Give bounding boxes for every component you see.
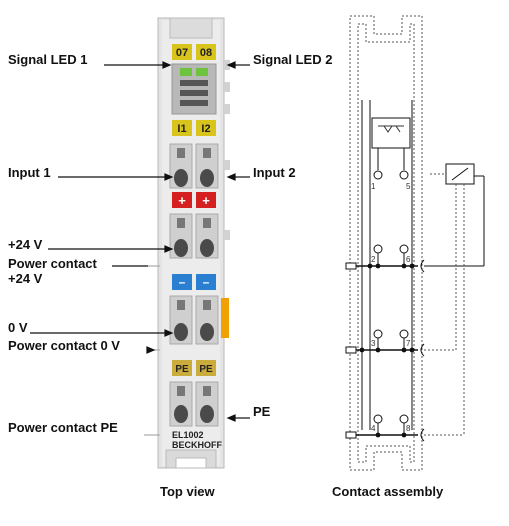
terminal-row-pe bbox=[169, 381, 219, 427]
caption-top-view: Top view bbox=[160, 484, 215, 499]
contact-assembly-lines bbox=[345, 100, 485, 442]
contact-assembly-diagram bbox=[349, 15, 423, 471]
contact-number-3: 3 bbox=[371, 339, 376, 348]
signal-led-1 bbox=[180, 68, 192, 76]
pe-label-1: PE bbox=[175, 364, 189, 375]
terminal-row-plus24 bbox=[169, 213, 219, 259]
spring-contact-3 bbox=[174, 323, 188, 341]
input-label-i2: I2 bbox=[201, 123, 210, 135]
signal-led-2 bbox=[196, 68, 208, 76]
led-block bbox=[371, 117, 411, 149]
spring-contact-2 bbox=[174, 239, 188, 257]
callout-pe: PE bbox=[253, 404, 271, 419]
pe-label-group bbox=[172, 360, 216, 376]
led-label-08: 08 bbox=[200, 47, 212, 59]
callout-plus24-a: +24 V bbox=[8, 237, 43, 252]
plus-label-1: + bbox=[178, 193, 186, 208]
contact-assembly-dashed-links bbox=[424, 173, 465, 436]
spring-contact-4 bbox=[174, 405, 188, 423]
callout-power-contact-pe: Power contact PE bbox=[8, 420, 118, 435]
spring-contact-8 bbox=[200, 405, 214, 423]
plus-label-group bbox=[172, 192, 216, 208]
callout-input-2: Input 2 bbox=[253, 165, 296, 180]
callout-lines bbox=[30, 61, 250, 436]
spring-contact-7 bbox=[200, 323, 214, 341]
spring-contact-5 bbox=[200, 169, 214, 187]
terminal-brand: BECKHOFF bbox=[172, 440, 222, 450]
junction-dots bbox=[359, 263, 415, 438]
minus-label-group bbox=[172, 274, 216, 290]
minus-label-1: – bbox=[179, 275, 186, 289]
contact-number-2: 2 bbox=[371, 255, 376, 264]
spring-contact-1 bbox=[174, 169, 188, 187]
led-label-group bbox=[172, 44, 216, 60]
callout-input-1: Input 1 bbox=[8, 165, 51, 180]
caption-contact-assembly: Contact assembly bbox=[332, 484, 444, 499]
input-label-i1: I1 bbox=[177, 123, 186, 135]
contact-number-8: 8 bbox=[406, 424, 411, 433]
callout-power-contact: Power contact bbox=[8, 256, 97, 271]
callout-signal-led-1: Signal LED 1 bbox=[8, 52, 88, 67]
led-window bbox=[171, 63, 217, 115]
contact-number-4: 4 bbox=[371, 424, 376, 433]
pe-label-2: PE bbox=[199, 364, 213, 375]
contact-number-5: 5 bbox=[406, 182, 411, 191]
contact-number-6: 6 bbox=[406, 255, 411, 264]
switch-symbol bbox=[445, 163, 475, 185]
terminal-row-0v bbox=[169, 295, 219, 345]
spring-contact-6 bbox=[200, 239, 214, 257]
callout-0v: 0 V bbox=[8, 320, 28, 335]
power-contact-strip bbox=[221, 298, 229, 338]
callout-signal-led-2: Signal LED 2 bbox=[253, 52, 333, 67]
minus-label-2: – bbox=[203, 275, 210, 289]
led-label-07: 07 bbox=[176, 47, 188, 59]
contact-number-7: 7 bbox=[406, 339, 411, 348]
terminal-row-inputs bbox=[169, 143, 219, 189]
contact-number-1: 1 bbox=[371, 182, 376, 191]
callout-plus24-b: +24 V bbox=[8, 271, 43, 286]
input-label-group bbox=[172, 120, 216, 136]
plus-label-2: + bbox=[202, 193, 210, 208]
callout-power-contact-0v: Power contact 0 V bbox=[8, 338, 120, 353]
terminal-model: EL1002 bbox=[172, 430, 204, 440]
